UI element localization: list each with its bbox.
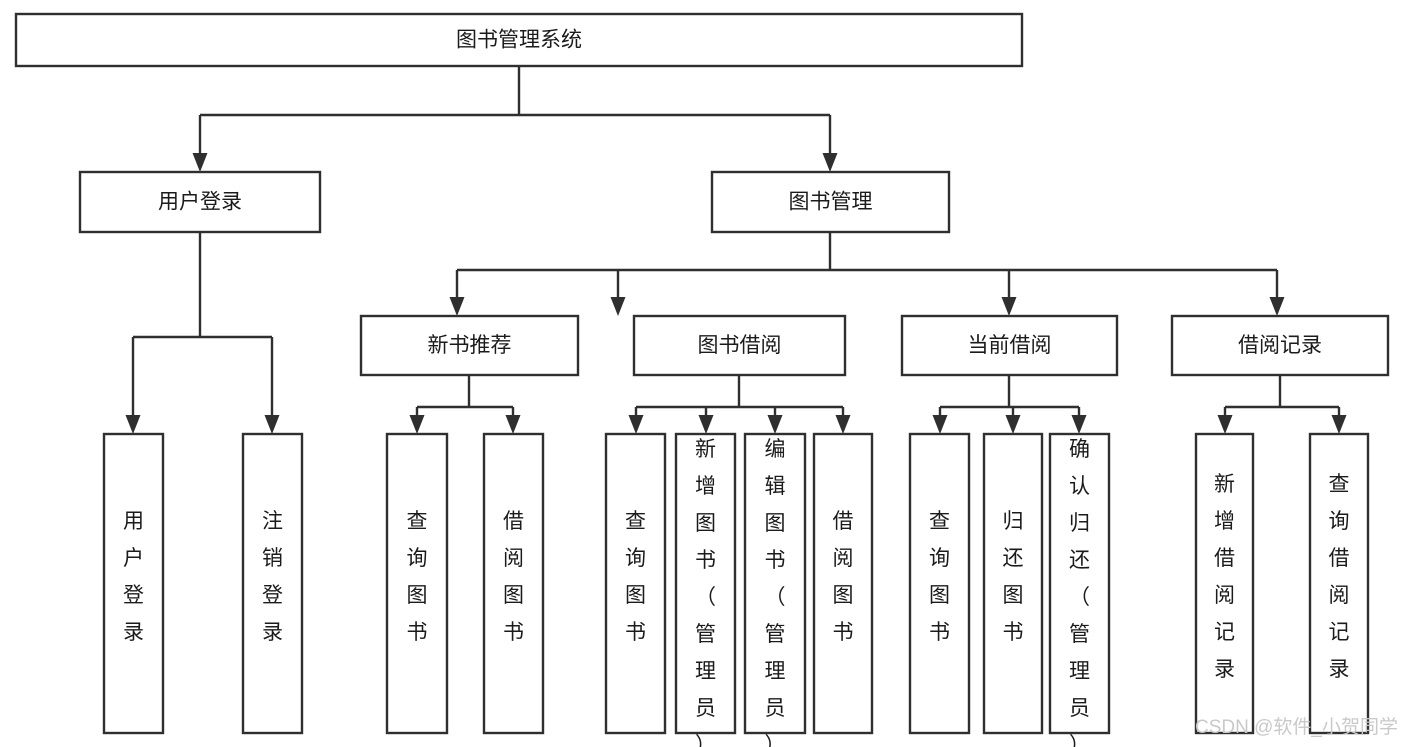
node-nb-borrow[interactable]: 借阅图书 bbox=[482, 432, 545, 735]
arrow-head bbox=[125, 415, 141, 434]
node-bb-query[interactable]: 查询图书 bbox=[604, 432, 667, 735]
connector-new-book-rec-to-leaves bbox=[409, 375, 521, 434]
node-root[interactable]: 图书管理系统 bbox=[14, 12, 1024, 68]
arrow-head bbox=[505, 415, 521, 434]
node-label-current-borrow: 当前借阅 bbox=[968, 334, 1052, 357]
connector-current-borrow-to-leaves bbox=[932, 375, 1087, 434]
node-label-book-manage: 图书管理 bbox=[789, 191, 873, 214]
node-box-book-borrow bbox=[632, 314, 847, 377]
node-box-bb-edit bbox=[743, 432, 807, 735]
arrow-head bbox=[1071, 415, 1087, 434]
arrow-head bbox=[449, 297, 465, 316]
node-label-nb-query: 查询图书 bbox=[407, 510, 428, 644]
node-label-borrow-record: 借阅记录 bbox=[1238, 334, 1322, 357]
node-box-current-borrow bbox=[900, 314, 1119, 377]
arrow-head bbox=[1005, 415, 1021, 434]
node-label-root: 图书管理系统 bbox=[456, 29, 582, 52]
node-label-br-add: 新增借阅记录 bbox=[1214, 473, 1235, 681]
node-label-book-borrow: 图书借阅 bbox=[698, 334, 782, 357]
node-label-leaf-user-logout: 注销登录 bbox=[262, 510, 283, 644]
node-cb-query[interactable]: 查询图书 bbox=[908, 432, 971, 735]
arrow-head bbox=[628, 415, 644, 434]
node-cb-return[interactable]: 归还图书 bbox=[982, 432, 1044, 735]
node-label-bb-query: 查询图书 bbox=[625, 510, 646, 644]
node-box-leaf-user-logout bbox=[241, 432, 304, 735]
arrow-head bbox=[409, 415, 425, 434]
node-label-bb-borrow: 借阅图书 bbox=[833, 510, 854, 644]
connector-borrow-record-to-leaves bbox=[1217, 375, 1347, 434]
node-label-cb-return: 归还图书 bbox=[1003, 510, 1024, 644]
node-box-bb-query bbox=[604, 432, 667, 735]
arrow-head bbox=[698, 415, 714, 434]
node-box-bb-add bbox=[674, 432, 737, 735]
arrow-head bbox=[610, 297, 626, 316]
arrow-head bbox=[767, 415, 783, 434]
connector-layer bbox=[125, 66, 1347, 434]
node-label-cb-confirm: 确认归还（管理员） bbox=[1069, 438, 1090, 747]
node-box-br-add bbox=[1194, 432, 1255, 735]
node-box-root bbox=[14, 12, 1024, 68]
arrow-head bbox=[835, 415, 851, 434]
arrow-head bbox=[264, 415, 280, 434]
node-label-bb-add: 新增图书（管理员） bbox=[695, 438, 716, 747]
node-book-manage[interactable]: 图书管理 bbox=[710, 170, 951, 234]
arrow-head bbox=[1269, 297, 1285, 316]
arrow-head bbox=[822, 153, 838, 172]
csdn-watermark: CSDN @软件_小贺同学 bbox=[1195, 716, 1398, 738]
node-user-login[interactable]: 用户登录 bbox=[78, 170, 322, 234]
node-label-cb-query: 查询图书 bbox=[929, 510, 950, 644]
node-label-user-login: 用户登录 bbox=[158, 191, 242, 214]
connector-root-to-level2 bbox=[192, 66, 838, 172]
node-box-user-login bbox=[78, 170, 322, 234]
node-book-borrow[interactable]: 图书借阅 bbox=[632, 314, 847, 377]
arrow-head bbox=[1217, 415, 1233, 434]
node-cb-confirm[interactable]: 确认归还（管理员） bbox=[1048, 432, 1111, 747]
node-layer: 图书管理系统用户登录图书管理新书推荐图书借阅当前借阅借阅记录用户登录注销登录查询… bbox=[14, 12, 1390, 747]
node-box-new-book-rec bbox=[359, 314, 580, 377]
node-label-bb-edit: 编辑图书（管理员） bbox=[765, 438, 786, 747]
node-bb-add[interactable]: 新增图书（管理员） bbox=[674, 432, 737, 747]
node-br-query[interactable]: 查询借阅记录 bbox=[1308, 432, 1370, 735]
connector-user-login-to-leaves bbox=[125, 232, 280, 434]
connector-book-borrow-to-leaves bbox=[628, 375, 851, 434]
node-current-borrow[interactable]: 当前借阅 bbox=[900, 314, 1119, 377]
node-box-bb-borrow bbox=[812, 432, 874, 735]
node-box-borrow-record bbox=[1170, 314, 1390, 377]
node-label-br-query: 查询借阅记录 bbox=[1329, 473, 1350, 681]
node-new-book-rec[interactable]: 新书推荐 bbox=[359, 314, 580, 377]
node-box-cb-confirm bbox=[1048, 432, 1111, 735]
node-box-leaf-user-login bbox=[102, 432, 165, 735]
node-label-new-book-rec: 新书推荐 bbox=[428, 334, 512, 357]
node-br-add[interactable]: 新增借阅记录 bbox=[1194, 432, 1255, 735]
node-box-nb-borrow bbox=[482, 432, 545, 735]
node-box-book-manage bbox=[710, 170, 951, 234]
node-label-nb-borrow: 借阅图书 bbox=[503, 510, 524, 644]
node-box-br-query bbox=[1308, 432, 1370, 735]
connector-book-manage-to-level3 bbox=[449, 232, 1285, 316]
arrow-head bbox=[932, 415, 948, 434]
node-bb-edit[interactable]: 编辑图书（管理员） bbox=[743, 432, 807, 747]
node-box-cb-return bbox=[982, 432, 1044, 735]
arrow-head bbox=[192, 153, 208, 172]
arrow-head bbox=[1331, 415, 1347, 434]
node-label-leaf-user-login: 用户登录 bbox=[123, 510, 144, 644]
node-box-cb-query bbox=[908, 432, 971, 735]
arrow-head bbox=[1001, 297, 1017, 316]
node-leaf-user-logout[interactable]: 注销登录 bbox=[241, 432, 304, 735]
node-borrow-record[interactable]: 借阅记录 bbox=[1170, 314, 1390, 377]
node-box-nb-query bbox=[385, 432, 449, 735]
node-leaf-user-login[interactable]: 用户登录 bbox=[102, 432, 165, 735]
node-nb-query[interactable]: 查询图书 bbox=[385, 432, 449, 735]
node-bb-borrow[interactable]: 借阅图书 bbox=[812, 432, 874, 735]
